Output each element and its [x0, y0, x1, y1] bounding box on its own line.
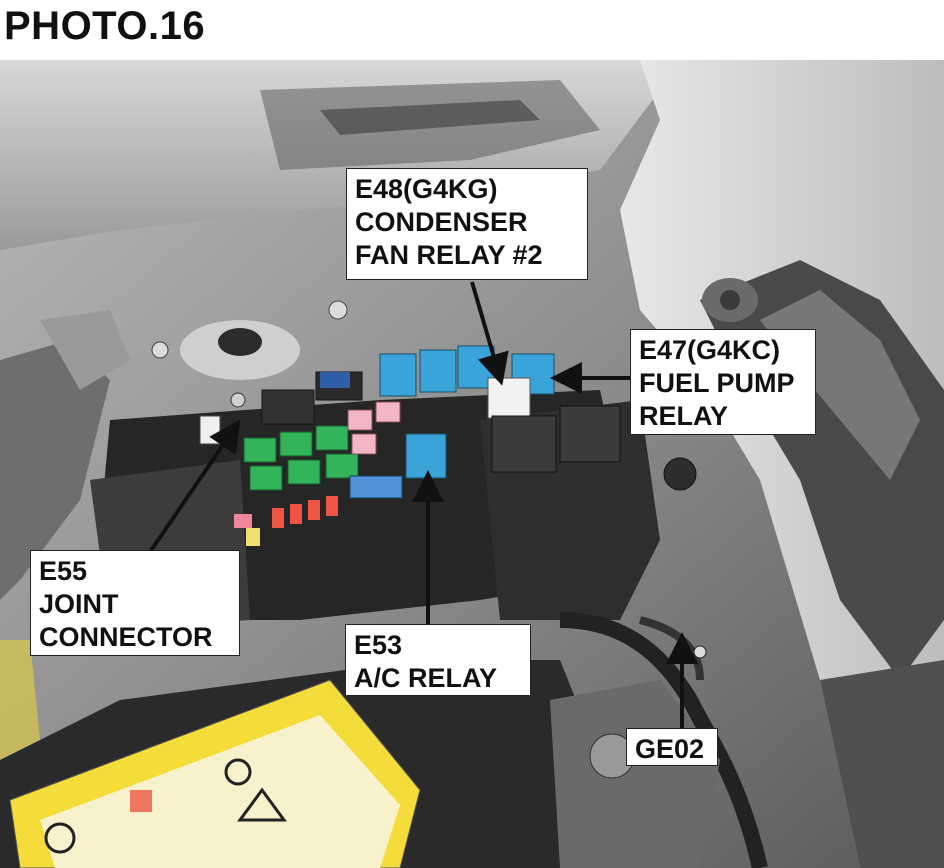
- callout-e55-line2: JOINT: [39, 589, 119, 619]
- fuses-red: [234, 496, 338, 528]
- fuses-pink: [347, 401, 401, 455]
- left-strut-cap: [218, 328, 262, 356]
- callout-e53-line1: E53: [354, 630, 403, 660]
- yellow-fuse: [246, 528, 260, 546]
- ground-terminal: [693, 645, 707, 659]
- blue-cover: [320, 372, 350, 388]
- callout-e55: E55 JOINT CONNECTOR: [30, 550, 240, 656]
- joint-connector: [199, 415, 221, 445]
- callout-e48-line2: CONDENSER: [355, 207, 528, 237]
- lower-right-shadow: [820, 660, 944, 868]
- callout-ge02-line1: GE02: [635, 734, 705, 764]
- callout-e47-line3: RELAY: [639, 401, 729, 431]
- left-bolt: [328, 300, 348, 320]
- callout-e55-line1: E55: [39, 556, 88, 586]
- relays-black: [261, 371, 621, 473]
- bracket-bolt: [663, 457, 697, 491]
- white-relay-socket: [487, 377, 531, 419]
- callout-e47-line1: E47(G4KC): [639, 335, 781, 365]
- blue-fuse-strip: [349, 475, 403, 499]
- fuses-green: [243, 425, 359, 491]
- callout-e48-line1: E48(G4KG): [355, 174, 498, 204]
- callout-e55-line3: CONNECTOR: [39, 622, 213, 652]
- callout-e47: E47(G4KC) FUEL PUMP RELAY: [630, 329, 816, 435]
- fender-panel: [620, 60, 944, 868]
- left-hoses: [0, 340, 110, 600]
- left-bolt-2: [151, 341, 169, 359]
- battery-terminal-area: [550, 680, 720, 868]
- battery-warning-label: [9, 679, 421, 868]
- wire-harness: [559, 612, 768, 868]
- strut-bolt: [720, 290, 740, 310]
- callout-e53: E53 A/C RELAY: [345, 624, 531, 696]
- callout-e48: E48(G4KG) CONDENSER FAN RELAY #2: [346, 168, 588, 280]
- fuse-box-bolt: [230, 392, 246, 408]
- cowl-vent: [320, 100, 540, 135]
- callout-e48-line3: FAN RELAY #2: [355, 240, 543, 270]
- yellow-tag: [0, 640, 40, 760]
- photo-title: PHOTO.16: [4, 4, 206, 48]
- callout-e47-line2: FUEL PUMP: [639, 368, 795, 398]
- left-bracket: [40, 310, 130, 390]
- callout-e53-line2: A/C RELAY: [354, 663, 498, 693]
- callout-ge02: GE02: [626, 728, 718, 766]
